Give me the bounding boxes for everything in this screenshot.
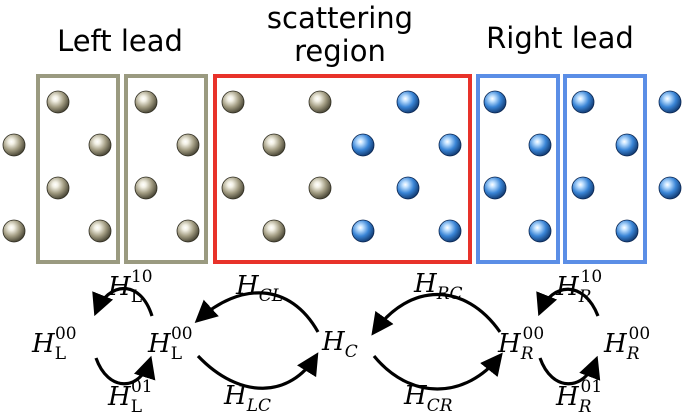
blue-atom [396, 176, 420, 200]
label-hlc: HLC [223, 381, 271, 416]
scattering-label-line1: scattering [266, 1, 414, 35]
label-hr10: HR10 [555, 267, 602, 307]
blue-atom [483, 176, 507, 200]
arrow-hr10 [536, 287, 600, 317]
arrow-hcl [194, 291, 320, 333]
scattering-label-line2: region [294, 34, 386, 68]
left-lead-label: Left lead [57, 24, 183, 58]
arrow-hr01 [538, 355, 601, 386]
blue-atom [438, 219, 462, 243]
atoms [2, 90, 682, 243]
coupling-arrows [92, 287, 601, 391]
arrow-hl10 [92, 287, 154, 317]
blue-atom [658, 90, 682, 114]
gold-atom [46, 176, 70, 200]
label-hc: HC [321, 327, 358, 362]
gold-atom [221, 90, 245, 114]
blue-atom [615, 219, 639, 243]
blue-atom [351, 219, 375, 243]
gold-atom [262, 133, 286, 157]
arrow-hlc [196, 352, 319, 390]
blue-atom [571, 176, 595, 200]
blue-atom [571, 90, 595, 114]
label-hl01: HL01 [107, 377, 153, 416]
gold-atom [134, 176, 158, 200]
label-hl00-outer: HL00 [31, 324, 77, 364]
blue-atom [483, 90, 507, 114]
gold-atom [46, 90, 70, 114]
blue-atom [528, 133, 552, 157]
label-hr00-inner: HR00 [497, 324, 544, 364]
arrow-hl01 [94, 355, 156, 386]
label-hcr: HCR [403, 381, 453, 416]
gold-atom [88, 219, 112, 243]
blue-atom [396, 90, 420, 114]
gold-atom [134, 90, 158, 114]
right-lead-label: Right lead [486, 21, 634, 55]
left-lead-cell-1 [36, 74, 120, 264]
right-lead-cell-2 [563, 74, 647, 264]
gold-atom [2, 133, 26, 157]
gold-atom [262, 219, 286, 243]
scattering-region-label: scattering region [230, 2, 450, 68]
label-hrc: HRC [413, 269, 463, 304]
label-hcl: HCL [235, 271, 283, 306]
gold-atom [2, 219, 26, 243]
gold-atom [176, 219, 200, 243]
blue-atom [658, 176, 682, 200]
gold-atom [221, 176, 245, 200]
arrow-hrc [371, 292, 502, 336]
gold-atom [176, 133, 200, 157]
blue-atom [615, 133, 639, 157]
left-lead-cell-2 [124, 74, 208, 264]
scattering-region-box [213, 74, 472, 264]
arrow-hcr [372, 352, 503, 391]
blue-atom [528, 219, 552, 243]
label-hl00-inner: HL00 [147, 324, 193, 364]
gold-atom [308, 176, 332, 200]
right-lead-cell-1 [476, 74, 560, 264]
blue-atom [438, 133, 462, 157]
hamiltonian-labels: HL00 HL00 HL10 HL01 HC HCL HLC HRC HCR H… [31, 267, 650, 416]
blue-atom [351, 133, 375, 157]
label-hl10: HL10 [107, 267, 153, 307]
label-hr00-outer: HR00 [603, 324, 650, 364]
gold-atom [308, 90, 332, 114]
label-hr01: HR01 [555, 377, 602, 416]
gold-atom [88, 133, 112, 157]
